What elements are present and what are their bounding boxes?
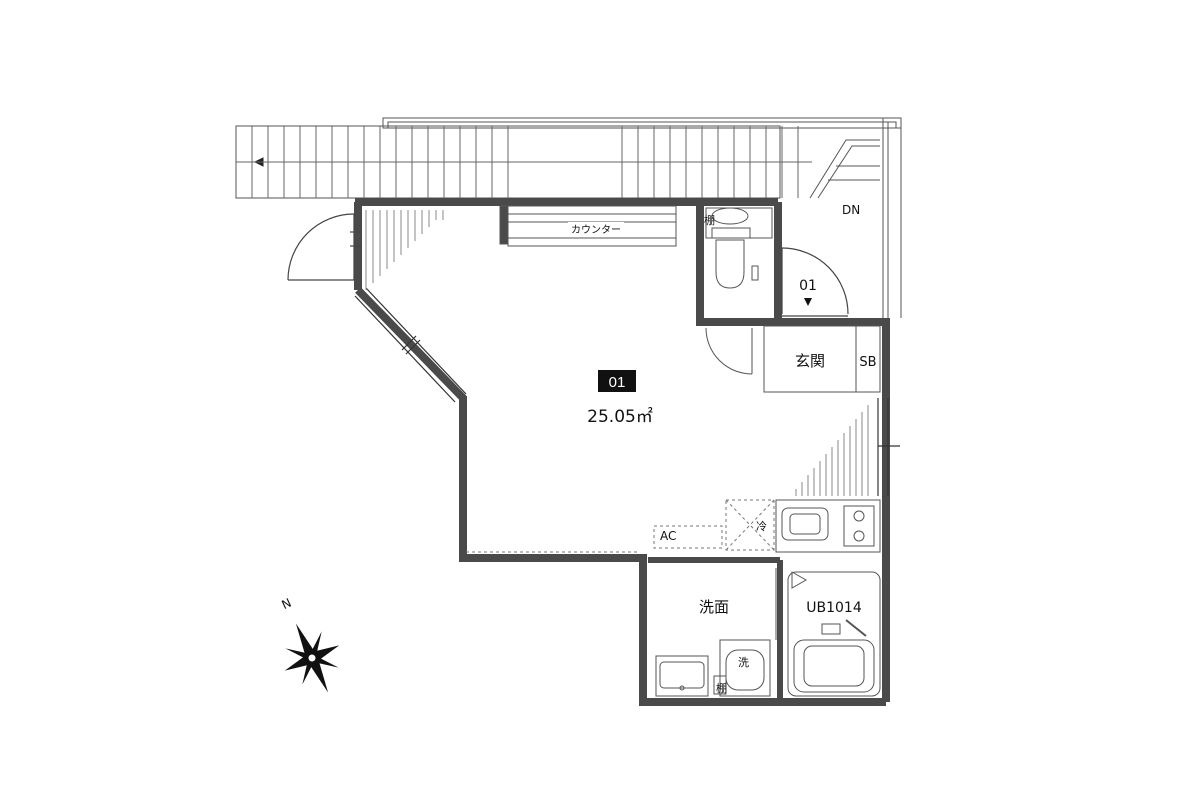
kitchen <box>775 499 881 553</box>
compass-icon <box>284 623 340 693</box>
compass-north-label: N <box>279 596 293 612</box>
washroom-label: 洗面 <box>699 598 729 616</box>
east-window <box>877 398 900 496</box>
bathroom <box>787 571 881 697</box>
diagonal-window <box>354 287 467 403</box>
fridge <box>725 499 775 551</box>
washer-label: 洗 <box>738 656 749 669</box>
counter-label: カウンター <box>571 224 621 236</box>
washroom <box>648 557 783 700</box>
entrance-door <box>781 247 849 317</box>
area-label: 25.05㎡ <box>587 407 653 427</box>
genkan-label: 玄関 <box>795 352 825 370</box>
aircon-label: AC <box>660 529 676 543</box>
west-door <box>287 213 362 281</box>
outer-walls <box>354 198 890 706</box>
unit-number: 01 <box>609 374 626 391</box>
toilet-room <box>705 207 773 375</box>
fridge-label: 冷 <box>756 520 767 533</box>
stair-direction-label: DN <box>842 203 860 217</box>
shoebox-label: SB <box>859 355 876 370</box>
genkan <box>763 325 881 393</box>
hatch-right <box>795 405 869 496</box>
entrance-number: 01 <box>799 278 817 294</box>
unit-number-badge <box>598 370 636 392</box>
stair-treads <box>236 126 812 198</box>
hatch-top <box>365 210 444 290</box>
stair-landing <box>809 139 880 199</box>
aircon-box <box>653 525 723 549</box>
counter <box>499 205 677 247</box>
bath-label: UB1014 <box>806 600 862 616</box>
washer-shelf-label: 棚 <box>716 681 727 695</box>
entrance-arrow-icon <box>804 298 812 306</box>
toilet-shelf-label: 棚 <box>704 213 715 227</box>
